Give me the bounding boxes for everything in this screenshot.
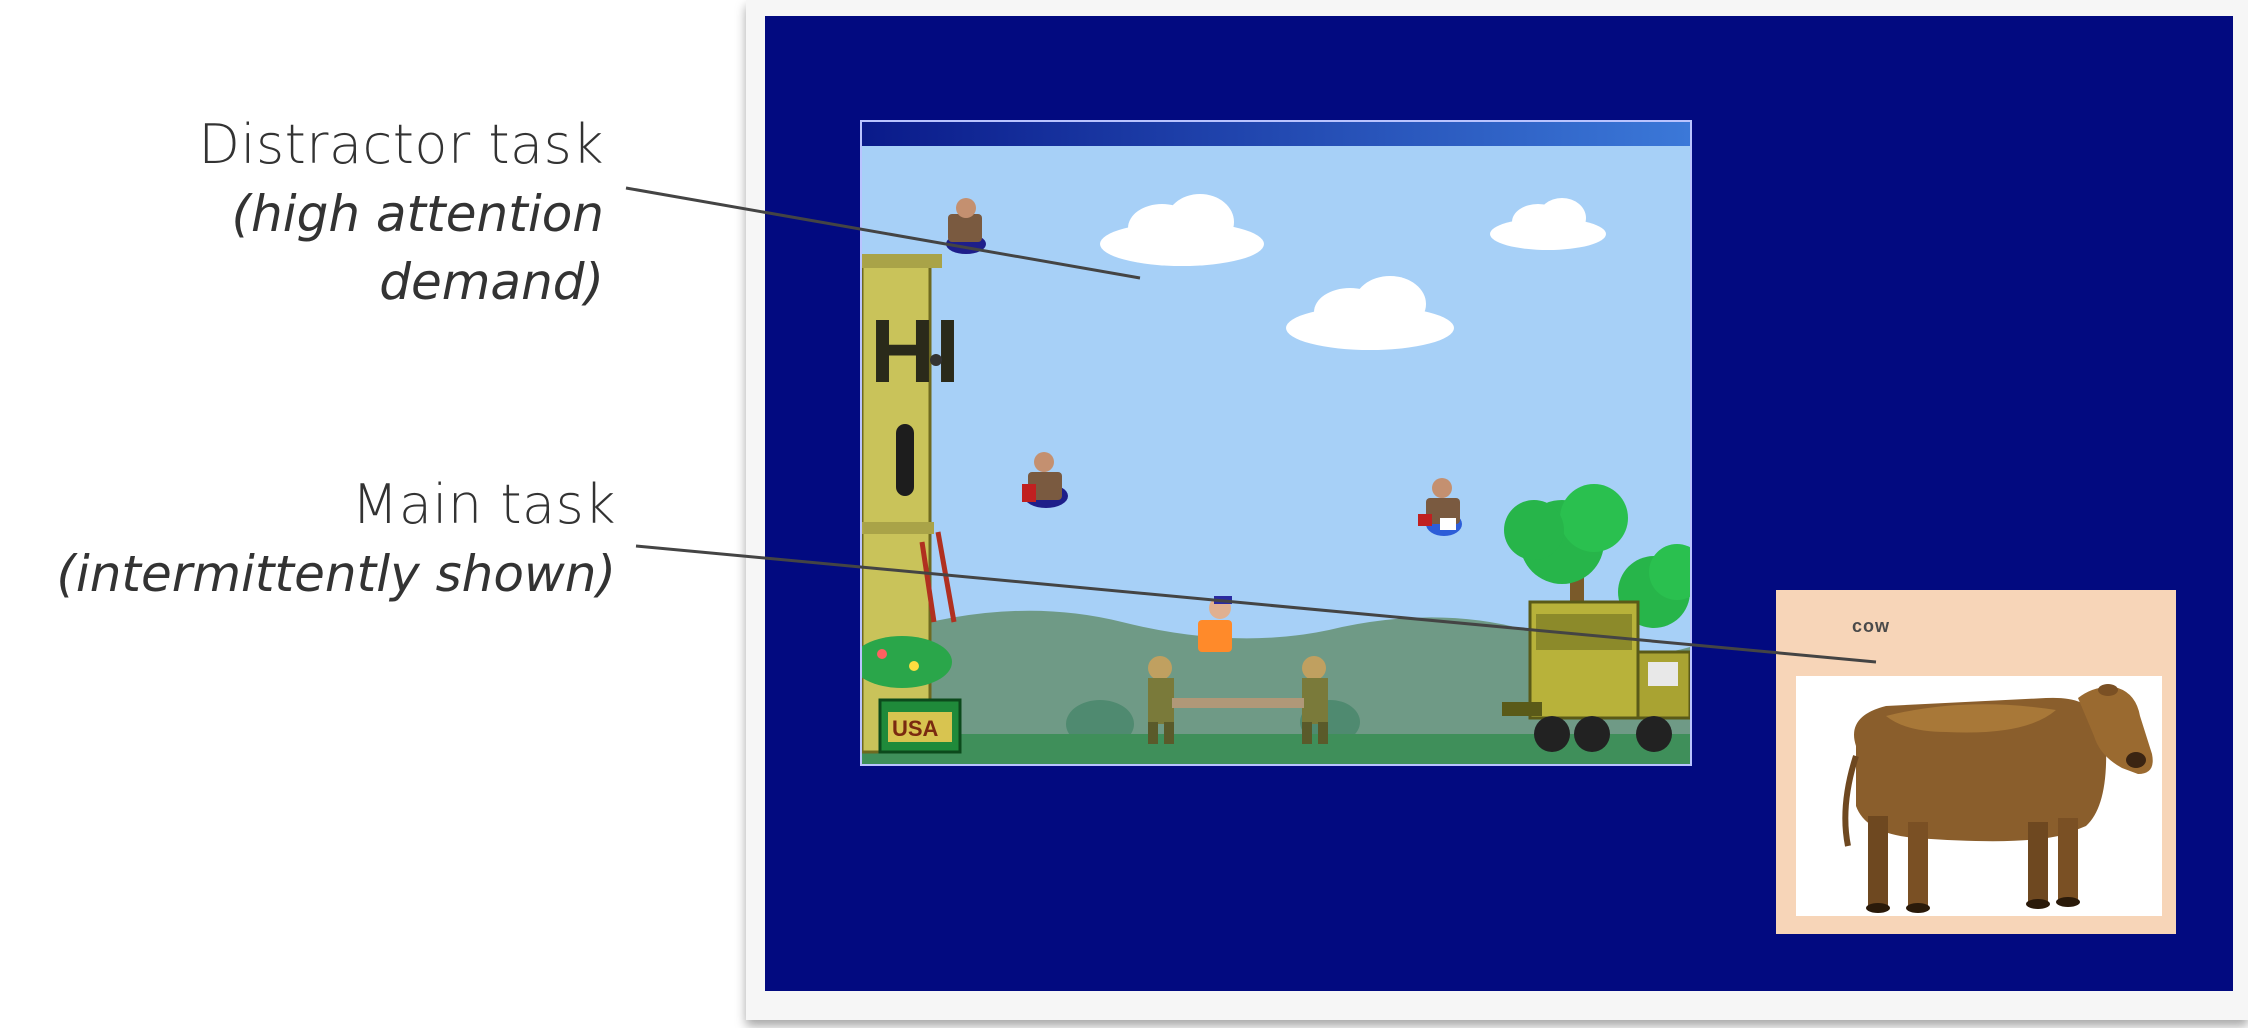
distractor-task-subtitle: (high attention demand) (0, 180, 604, 316)
main-task-subtitle: (intermittently shown) (0, 540, 616, 608)
main-task-stimulus-card: cow (1776, 590, 2176, 934)
stimulus-word: cow (1852, 616, 1890, 637)
cow-icon (1796, 676, 2162, 916)
cow-photo (1796, 676, 2162, 916)
stretcher (1172, 698, 1304, 708)
crate-icon: USA (880, 700, 960, 752)
main-task-label: Main task (intermittently shown) (0, 470, 616, 608)
game-scene: HI USA (862, 122, 1690, 764)
tower-sign: HI (870, 302, 960, 402)
distractor-task-title: Distractor task (0, 110, 604, 180)
crate-text: USA (892, 716, 939, 741)
distractor-task-label: Distractor task (high attention demand) (0, 110, 604, 316)
game-title-bar (862, 122, 1690, 146)
distractor-game-window[interactable]: HI USA (860, 120, 1692, 766)
main-task-title: Main task (0, 470, 616, 540)
